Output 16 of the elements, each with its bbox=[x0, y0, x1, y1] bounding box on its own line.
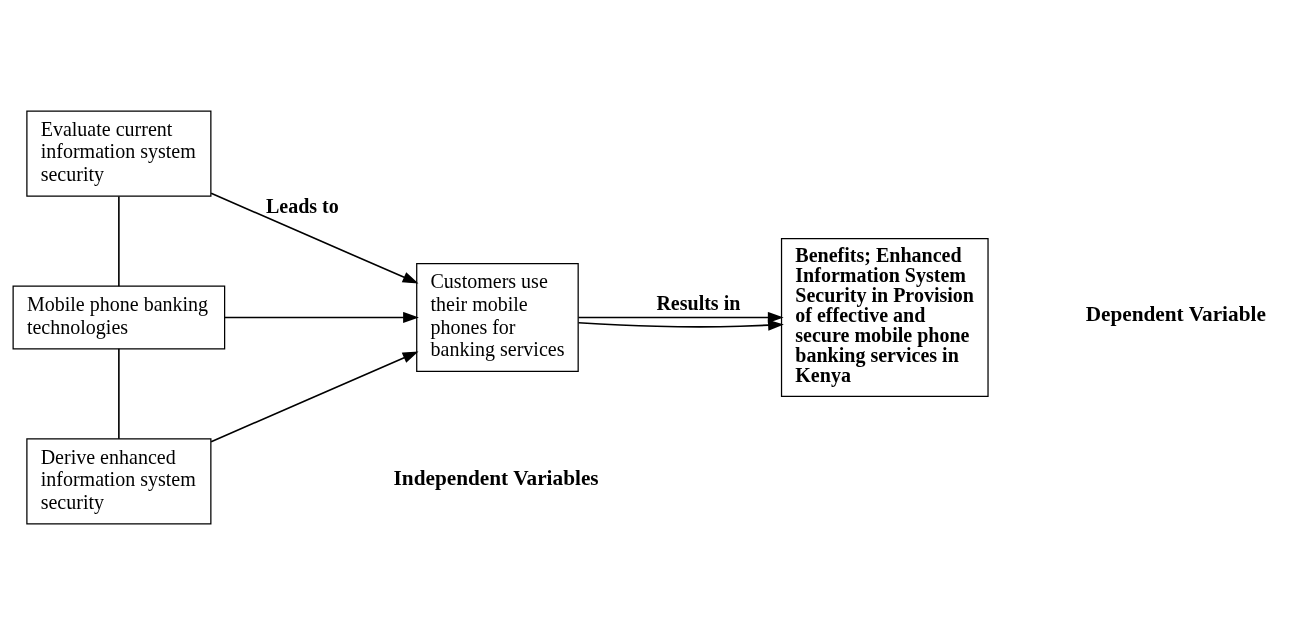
node-box: Mobile phone banking technologies bbox=[12, 285, 226, 349]
label: Independent Variables bbox=[393, 465, 599, 490]
arrow bbox=[210, 350, 419, 443]
node-box: Benefits; Enhanced Information System Security in Provision of effective and secure mobile phone banking services in Kenya bbox=[780, 237, 989, 397]
connector bbox=[118, 347, 120, 440]
arrow bbox=[577, 319, 784, 331]
node-box: Customers use their mobile phones for banking services bbox=[416, 262, 579, 372]
connector bbox=[118, 195, 120, 287]
node-box: Derive enhanced information system security bbox=[26, 437, 212, 525]
edge-label: Leads to bbox=[265, 194, 339, 217]
node-box: Evaluate current information system security bbox=[26, 109, 212, 197]
arrow bbox=[577, 311, 784, 323]
edge-label: Results in bbox=[656, 291, 741, 314]
label: Dependent Variable bbox=[1085, 301, 1266, 326]
arrow bbox=[224, 311, 419, 323]
arrow bbox=[210, 191, 419, 284]
